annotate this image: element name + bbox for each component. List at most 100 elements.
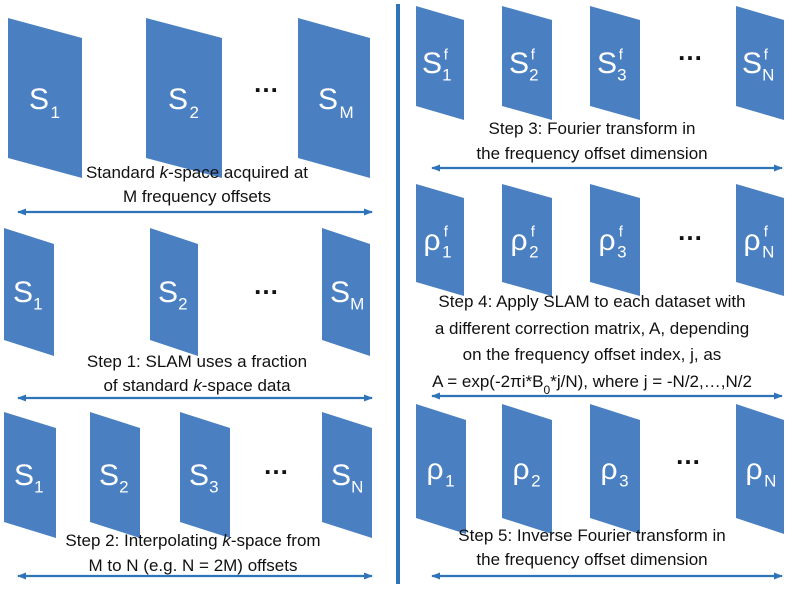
right-row0-tile-4-face: [736, 6, 784, 120]
right-row2-tile-4-subscript: N: [764, 471, 776, 490]
left-row1-caption-line-2: of standard k-space data: [103, 376, 291, 395]
right-row1-tile-1-face: [416, 184, 464, 296]
left-row0-tile-2-symbol: S: [168, 83, 188, 116]
left-row2-tile-1-symbol: S: [14, 459, 34, 492]
left-row0-caption-line-1-part-3: -space acquired at: [168, 163, 308, 182]
right-row1-caption-line-2: a different correction matrix, A, depend…: [435, 319, 749, 338]
right-row2-tile-1-face: [416, 404, 466, 534]
right-row1-tile-2-face: [502, 184, 552, 296]
left-row0-caption-line-1-part-1: Standard: [86, 163, 160, 182]
left-row1-tile-3-symbol: S: [330, 276, 350, 309]
right-row0-caption-line-2-part-1: the frequency offset dimension: [476, 144, 707, 163]
left-row2-ellipsis: …: [263, 450, 289, 480]
right-row1-tile-4-superscript: f: [764, 224, 769, 241]
right-row1-caption-line-4: A = exp(-2πi*B0*j/N), where j = -N/2,…,N…: [432, 372, 752, 397]
left-row0-caption-line-2: M frequency offsets: [123, 187, 271, 206]
left-row1-caption-line-2-part-1: of standard: [103, 376, 193, 395]
right-row1-tile-2-subscript: 2: [529, 242, 538, 261]
arrows-layer: [17, 164, 783, 580]
right-row1-tile-4-subscript: N: [762, 242, 774, 261]
left-row1-tile-2-subscript: 2: [178, 294, 187, 313]
left-row2-tile-2-subscript: 2: [119, 477, 128, 496]
left-row1-tile-1-face: [4, 228, 54, 356]
right-row1-caption-line-4-part-2: 0: [544, 383, 551, 397]
right-row1-tile-3-subscript: 3: [617, 242, 626, 261]
right-row0-tile-1-face: [416, 6, 464, 120]
left-row2-tile-3-face: [180, 412, 230, 538]
right-row2-tile-2-face: [502, 404, 552, 534]
left-row2-caption-line-2: M to N (e.g. N = 2M) offsets: [89, 556, 298, 575]
left-row2-caption-line-1-part-2: k: [222, 531, 232, 550]
left-row0-tile-2-face: [146, 18, 222, 178]
left-row2-tile-4-subscript: N: [351, 477, 363, 496]
left-row1-caption-line-1-part-1: Step 1: SLAM uses a fraction: [87, 352, 307, 371]
right-row1-tile-1-symbol: ρ: [423, 224, 440, 257]
right-row0-tile-2-symbol: S: [509, 47, 529, 80]
left-row0-ellipsis: …: [253, 68, 279, 98]
right-row1-tile-1-superscript: f: [444, 224, 449, 241]
right-row0-tile-2-subscript: 2: [529, 65, 538, 84]
left-row2-tile-4-face: [322, 412, 372, 538]
captions-layer: Standard k-space acquired atM frequency …: [65, 119, 751, 575]
left-row2-caption-line-1: Step 2: Interpolating k-space from: [65, 531, 320, 550]
right-row1-caption-line-4-part-3: *j/N), where j = -N/2,…,N/2: [550, 372, 752, 391]
right-row1-caption-line-2-part-1: a different correction matrix, A, depend…: [435, 319, 749, 338]
left-row2-caption-line-1-part-3: -space from: [231, 531, 321, 550]
left-row2-tile-2-symbol: S: [99, 459, 119, 492]
right-row1-caption-line-4-part-1: A = exp(-2πi*B: [432, 372, 543, 391]
right-row0-caption-line-1: Step 3: Fourier transform in: [489, 119, 696, 138]
left-row2-tile-2-face: [90, 412, 140, 538]
right-row1-ellipsis: …: [677, 216, 703, 246]
right-row1-tile-3-symbol: ρ: [598, 224, 615, 257]
right-row1-tile-4-face: [736, 184, 784, 296]
right-row0-tile-1-subscript: 1: [442, 65, 451, 84]
right-row2-caption-line-2: the frequency offset dimension: [476, 550, 707, 569]
left-row1-tile-1-symbol: S: [13, 276, 33, 309]
right-row0-tile-3-symbol: S: [597, 47, 617, 80]
right-row1-caption-line-3: on the frequency offset index, j, as: [463, 345, 722, 364]
right-row0-tile-2-superscript: f: [531, 47, 536, 64]
left-row0-tile-2-subscript: 2: [190, 103, 199, 122]
left-row1-tile-2-symbol: S: [158, 276, 178, 309]
right-row0-tile-4-symbol: S: [742, 47, 762, 80]
left-row2-tile-1-face: [4, 412, 56, 538]
right-row0-tile-4-subscript: N: [762, 65, 774, 84]
right-row2-caption-line-1-part-1: Step 5: Inverse Fourier transform in: [458, 526, 725, 545]
right-row0-tile-3-superscript: f: [619, 47, 624, 64]
right-row1-tile-2-symbol: ρ: [510, 224, 527, 257]
right-row1-tile-4-symbol: ρ: [743, 224, 760, 257]
left-row2-tile-4-symbol: S: [331, 459, 351, 492]
right-row1-tile-2-superscript: f: [531, 224, 536, 241]
left-row0-tile-3-symbol: S: [318, 83, 338, 116]
left-row2-caption-line-1-part-1: Step 2: Interpolating: [65, 531, 222, 550]
right-row2-tile-3-subscript: 3: [619, 471, 628, 490]
right-row1-tile-3-superscript: f: [619, 224, 624, 241]
left-row2-tile-3-subscript: 3: [209, 477, 218, 496]
right-row2-tile-4-face: [736, 404, 784, 534]
right-row2-caption-line-2-part-1: the frequency offset dimension: [476, 550, 707, 569]
left-row0-caption-line-1-part-2: k: [160, 163, 170, 182]
left-row1-tile-1-subscript: 1: [33, 294, 42, 313]
left-row1-caption-line-2-part-2: k: [193, 376, 203, 395]
right-row0-tile-1-superscript: f: [444, 47, 449, 64]
left-row2-caption-line-2-part-1: M to N (e.g. N = 2M) offsets: [89, 556, 298, 575]
